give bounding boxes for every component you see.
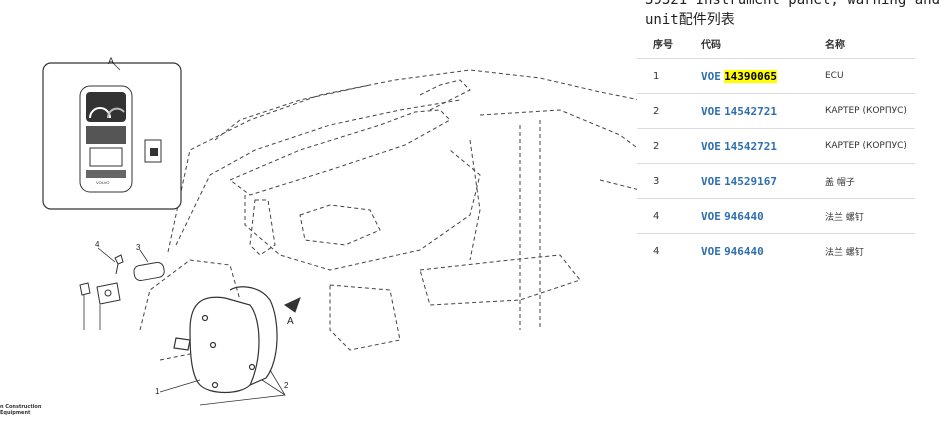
- table-header-row: 序号 代码 名称: [637, 29, 915, 59]
- callout-a-arrow: A: [287, 316, 294, 327]
- column-header-name: 名称: [825, 40, 845, 51]
- part-name: КАРТЕР (КОРПУС): [825, 128, 915, 164]
- code-prefix[interactable]: VOE: [701, 174, 721, 188]
- part-code-link[interactable]: VOE 14542721: [701, 128, 825, 164]
- brand-line-2: Equipment: [0, 410, 31, 416]
- table-row: 2 VOE 14542721 КАРТЕР (КОРПУС): [637, 128, 915, 164]
- parts-list-panel: 39321 Instrument panel; warning and unit…: [637, 0, 940, 420]
- page-title-line-2: unit配件列表: [645, 12, 735, 28]
- callout-2: 2: [284, 381, 289, 390]
- table-row: 2 VOE 14542721 КАРТЕР (КОРПУС): [637, 93, 915, 129]
- callout-4: 4: [95, 240, 100, 249]
- part-name: КАРТЕР (КОРПУС): [825, 93, 915, 129]
- panel-logo: VOLVO: [96, 180, 110, 185]
- table-row: 4 VOE 946440 法兰 螺钉: [637, 233, 915, 268]
- brand-mark: n Construction Equipment: [0, 404, 41, 416]
- part-name: 法兰 螺钉: [825, 233, 915, 268]
- row-number: 3: [637, 163, 701, 199]
- code-number[interactable]: 14529167: [724, 174, 778, 188]
- table-row: 1 VOE 14390065 ECU: [637, 58, 915, 94]
- brand-line-1: n Construction: [0, 404, 42, 410]
- part-name: 法兰 螺钉: [825, 198, 915, 234]
- row-number: 1: [637, 58, 701, 94]
- callout-1: 1: [155, 387, 160, 396]
- callout-3: 3: [136, 243, 141, 252]
- part-code-link[interactable]: VOE 946440: [701, 198, 825, 234]
- callout-a-top: A: [108, 56, 115, 66]
- code-prefix[interactable]: VOE: [701, 244, 721, 258]
- row-number: 2: [637, 93, 701, 129]
- table-row: 3 VOE 14529167 盖 帽子: [637, 163, 915, 199]
- page-title-line-1: 39321 Instrument panel; warning and: [645, 0, 940, 8]
- code-number[interactable]: 14542721: [724, 104, 778, 118]
- part-code-link[interactable]: VOE 14390065: [701, 58, 825, 94]
- table-row: 4 VOE 946440 法兰 螺钉: [637, 198, 915, 234]
- part-code-link[interactable]: VOE 946440: [701, 233, 825, 268]
- part-code-link[interactable]: VOE 14529167: [701, 163, 825, 199]
- parts-table: 序号 代码 名称 1 VOE 14390065 ECU 2 VOE 145427…: [637, 29, 915, 268]
- code-prefix[interactable]: VOE: [701, 69, 721, 83]
- code-number[interactable]: 946440: [724, 209, 764, 223]
- part-name: ECU: [825, 58, 915, 94]
- inset-detail-a: [42, 62, 182, 210]
- code-prefix[interactable]: VOE: [701, 104, 721, 118]
- code-number-highlighted[interactable]: 14390065: [724, 69, 778, 83]
- code-number[interactable]: 14542721: [724, 139, 778, 153]
- row-number: 4: [637, 233, 701, 268]
- row-number: 4: [637, 198, 701, 234]
- code-prefix[interactable]: VOE: [701, 139, 721, 153]
- column-header-no: 序号: [653, 40, 673, 51]
- parts-diagram: A A 1 2 3 4 VOLVO n Construction Equipme…: [0, 56, 641, 416]
- part-code-link[interactable]: VOE 14542721: [701, 93, 825, 129]
- code-number[interactable]: 946440: [724, 244, 764, 258]
- exploded-view-drawing: [42, 61, 641, 406]
- page-title: 39321 Instrument panel; warning and unit…: [645, 0, 940, 30]
- row-number: 2: [637, 128, 701, 164]
- part-name: 盖 帽子: [825, 163, 915, 199]
- code-prefix[interactable]: VOE: [701, 209, 721, 223]
- column-header-code: 代码: [701, 40, 721, 51]
